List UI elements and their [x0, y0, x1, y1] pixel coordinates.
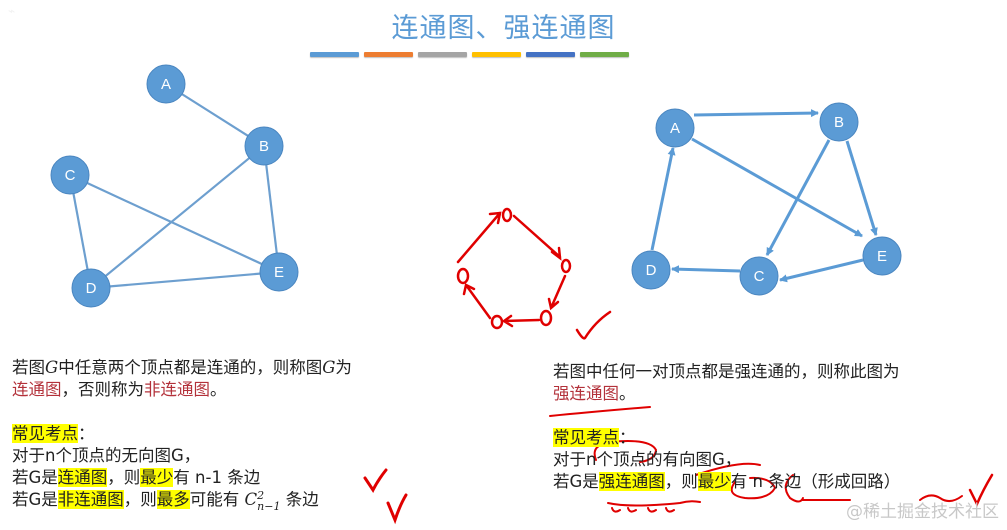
checkmark-icon	[575, 310, 612, 340]
checkmark-icon	[363, 468, 388, 493]
title-bar-5	[526, 52, 575, 57]
svg-text:A: A	[161, 76, 171, 93]
node-a: A	[146, 64, 186, 104]
directed-nodes: A B C D E	[631, 102, 902, 296]
exam-points-heading: 常见考点：	[12, 424, 95, 443]
handdrawn-cycle	[456, 207, 612, 340]
checkmark-icon	[386, 493, 408, 525]
node-a: A	[655, 108, 695, 148]
title-bar-1	[310, 52, 359, 57]
node-d: D	[71, 268, 111, 308]
right-text-block: 若图中任何一对顶点都是强连通的，则称此图为 强连通图。 常见考点： 对于n个顶点…	[553, 361, 900, 493]
node-c: C	[739, 256, 779, 296]
node-d: D	[631, 250, 671, 290]
title-bar-2	[364, 52, 413, 57]
svg-text:B: B	[834, 114, 844, 131]
svg-text:D: D	[646, 262, 657, 279]
undirected-definition-line-2: 连通图，否则称为非连通图。	[12, 380, 227, 399]
directed-graph	[650, 109, 878, 283]
title-bar-4	[472, 52, 521, 57]
svg-text:C: C	[754, 268, 765, 285]
left-text-block: 若图G中任意两个顶点都是连通的，则称图G为 连通图，否则称为非连通图。 常见考点…	[12, 357, 352, 512]
svg-text:D: D	[86, 280, 97, 297]
svg-text:E: E	[274, 264, 284, 281]
title-color-bars	[310, 52, 629, 57]
node-b: B	[819, 102, 859, 142]
svg-text:A: A	[670, 120, 680, 137]
directed-definition-line-2: 强连通图。	[553, 384, 636, 403]
term-disconnected-graph: 非连通图	[144, 380, 210, 399]
title-bar-6	[580, 52, 629, 57]
directed-definition-line-1: 若图中任何一对顶点都是强连通的，则称此图为	[553, 362, 900, 381]
corner-mark: ⌁	[8, 4, 16, 18]
svg-text:C: C	[65, 167, 76, 184]
term-connected-graph: 连通图	[12, 380, 62, 399]
node-e: E	[862, 236, 902, 276]
undirected-graph	[68, 83, 281, 290]
exam-point-line-1: 对于n个顶点的有向图G，	[553, 450, 742, 469]
exam-points-heading: 常见考点：	[553, 428, 636, 447]
checmark-icon	[968, 473, 994, 507]
exam-point-line-2: 若G是强连通图，则最少有 n 条边（形成回路）	[553, 472, 901, 491]
title-bar-3	[418, 52, 467, 57]
slide-title: 连通图、强连通图	[391, 13, 616, 44]
term-strongly-connected-graph: 强连通图	[553, 384, 619, 403]
svg-text:E: E	[877, 248, 887, 265]
svg-text:B: B	[259, 138, 269, 155]
node-e: E	[259, 252, 299, 292]
undirected-nodes: A B C D E	[50, 64, 299, 308]
node-b: B	[244, 126, 284, 166]
right-annotations	[549, 406, 994, 513]
left-checkmarks	[363, 468, 408, 525]
exam-point-line-2: 若G是连通图，则最少有 n-1 条边	[12, 468, 261, 487]
watermark: @稀土掘金技术社区	[846, 502, 999, 522]
exam-point-line-1: 对于n个顶点的无向图G，	[12, 446, 201, 465]
undirected-definition-line-1: 若图G中任意两个顶点都是连通的，则称图G为	[12, 358, 352, 377]
node-c: C	[50, 155, 90, 195]
